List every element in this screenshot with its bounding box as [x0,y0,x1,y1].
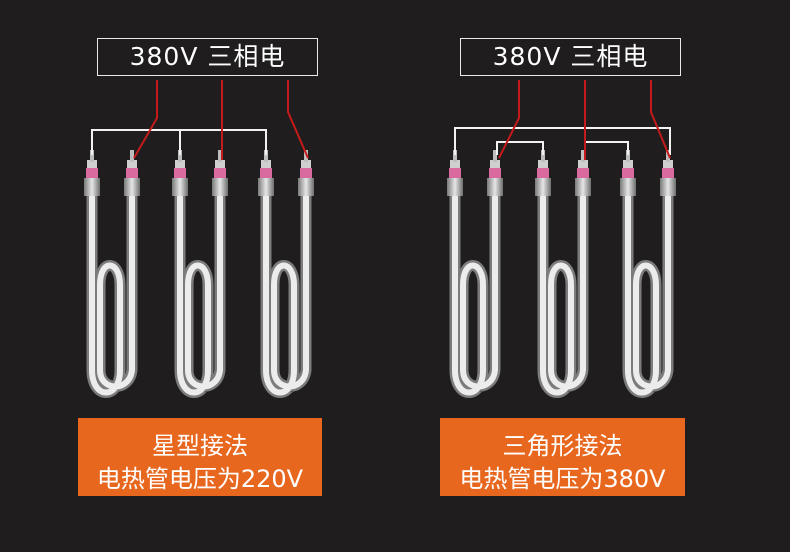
delta-jumpers [454,127,671,155]
right-caption-title: 三角形接法 [502,432,623,460]
left-caption-title: 星型接法 [152,432,248,460]
heater-element-6 [622,184,674,398]
heater-element-4 [449,184,501,398]
heater-element-3 [260,184,312,398]
left-panel-heaters [84,80,314,398]
terminals-left [84,150,314,196]
left-caption-voltage: 电热管电压为220V [96,465,304,493]
right-caption-voltage: 电热管电压为380V [459,465,666,493]
heater-element-1 [86,184,138,398]
right-power-label: 380V 三相电 [460,38,681,76]
terminals-right [447,150,676,196]
right-caption: 三角形接法 电热管电压为380V [440,418,685,496]
phase-wires-left [133,80,309,160]
phase-wires-right [498,80,671,160]
right-panel-heaters [447,80,676,398]
heater-element-5 [537,184,589,398]
left-power-label: 380V 三相电 [97,38,318,76]
star-bus-bar [91,129,267,155]
heater-element-2 [174,184,226,398]
left-caption: 星型接法 电热管电压为220V [78,418,322,496]
